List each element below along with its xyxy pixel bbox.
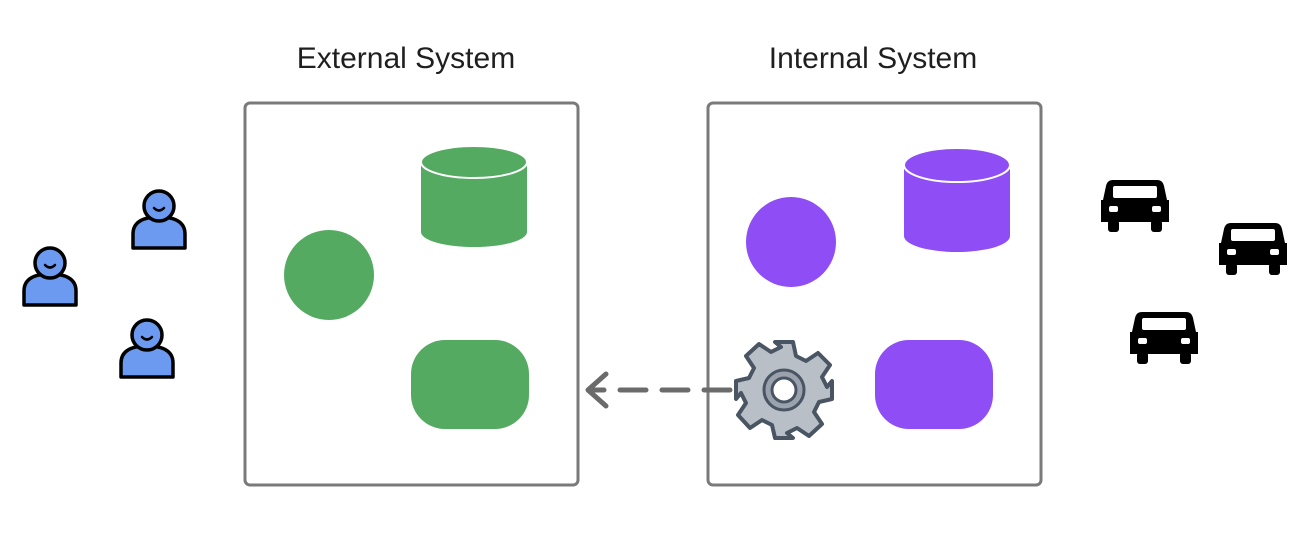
gear-icon — [734, 340, 834, 440]
external-rounded-rect-node — [411, 340, 529, 429]
car-icon — [1130, 312, 1198, 364]
internal-circle-node — [746, 197, 836, 287]
user-icon — [131, 189, 187, 250]
car-icon — [1101, 180, 1169, 232]
external-database-icon — [420, 145, 528, 247]
user-icon — [22, 246, 78, 307]
internal-system-box — [706, 101, 1043, 487]
external-system-box — [243, 101, 580, 487]
external-circle-node — [284, 230, 374, 320]
dashed-arrow-connector — [585, 371, 733, 409]
user-icon — [119, 318, 175, 379]
car-icon — [1219, 223, 1287, 275]
internal-rounded-rect-node — [875, 340, 993, 429]
internal-system-title: Internal System — [769, 42, 977, 75]
internal-database-icon — [903, 147, 1011, 252]
external-system-title: External System — [297, 42, 515, 75]
